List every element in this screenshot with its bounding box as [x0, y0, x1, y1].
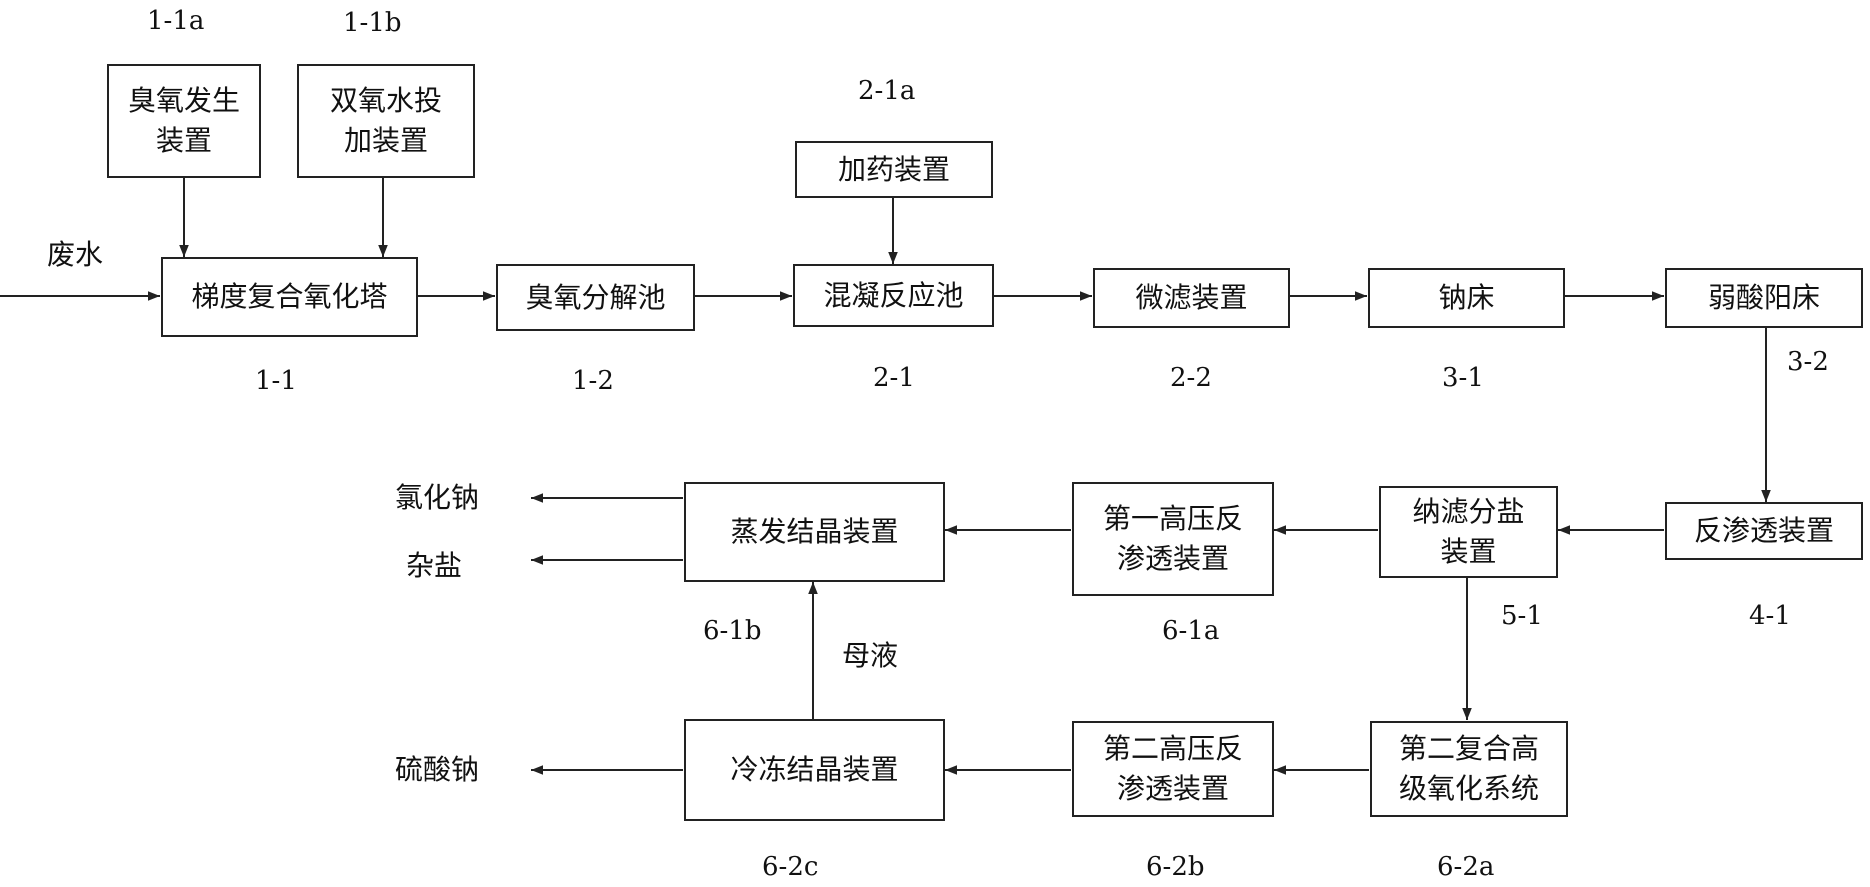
mother-liquor-label: 母液 — [842, 639, 899, 672]
label-4-1: 4-1 — [1749, 601, 1791, 631]
weak-acid-cation-bed-box: 弱酸阳床 — [1665, 268, 1863, 328]
label-3-2: 3-2 — [1787, 347, 1829, 377]
gradient-oxidation-tower-box: 梯度复合氧化塔 — [161, 257, 418, 337]
first-high-pressure-ro-box: 第一高压反 渗透装置 — [1072, 482, 1274, 596]
label-1-1: 1-1 — [255, 366, 297, 396]
coagulation-tank-box: 混凝反应池 — [793, 264, 994, 327]
sodium-bed-box: 钠床 — [1368, 268, 1565, 328]
label-1-1b: 1-1b — [343, 8, 402, 38]
freeze-crystallization-box: 冷冻结晶装置 — [684, 719, 945, 821]
label-3-1: 3-1 — [1442, 363, 1484, 393]
h2o2-dosing-box: 双氧水投 加装置 — [297, 64, 475, 178]
second-composite-aop-box: 第二复合高 级氧化系统 — [1370, 721, 1568, 817]
label-5-1: 5-1 — [1501, 601, 1543, 631]
label-6-1a: 6-1a — [1162, 616, 1220, 646]
ozone-generator-box: 臭氧发生 装置 — [107, 64, 261, 178]
label-1-1a: 1-1a — [147, 6, 205, 36]
second-high-pressure-ro-box: 第二高压反 渗透装置 — [1072, 721, 1274, 817]
label-6-2c: 6-2c — [762, 852, 819, 882]
output-sodium-chloride: 氯化钠 — [395, 481, 480, 514]
output-mixed-salt: 杂盐 — [406, 549, 463, 582]
nanofiltration-salt-separation-box: 纳滤分盐 装置 — [1379, 486, 1558, 578]
label-2-1: 2-1 — [873, 363, 915, 393]
label-6-2a: 6-2a — [1437, 852, 1495, 882]
input-label-wastewater: 废水 — [47, 238, 104, 271]
label-2-2: 2-2 — [1170, 363, 1212, 393]
ozone-decomposition-tank-box: 臭氧分解池 — [496, 264, 695, 331]
label-2-1a: 2-1a — [858, 76, 916, 106]
evaporation-crystallization-box: 蒸发结晶装置 — [684, 482, 945, 582]
label-6-1b: 6-1b — [703, 616, 762, 646]
output-sodium-sulfate: 硫酸钠 — [395, 753, 480, 786]
dosing-device-box: 加药装置 — [795, 141, 993, 198]
label-6-2b: 6-2b — [1146, 852, 1205, 882]
reverse-osmosis-box: 反渗透装置 — [1665, 502, 1863, 560]
label-1-2: 1-2 — [572, 366, 614, 396]
microfilter-box: 微滤装置 — [1093, 268, 1290, 328]
